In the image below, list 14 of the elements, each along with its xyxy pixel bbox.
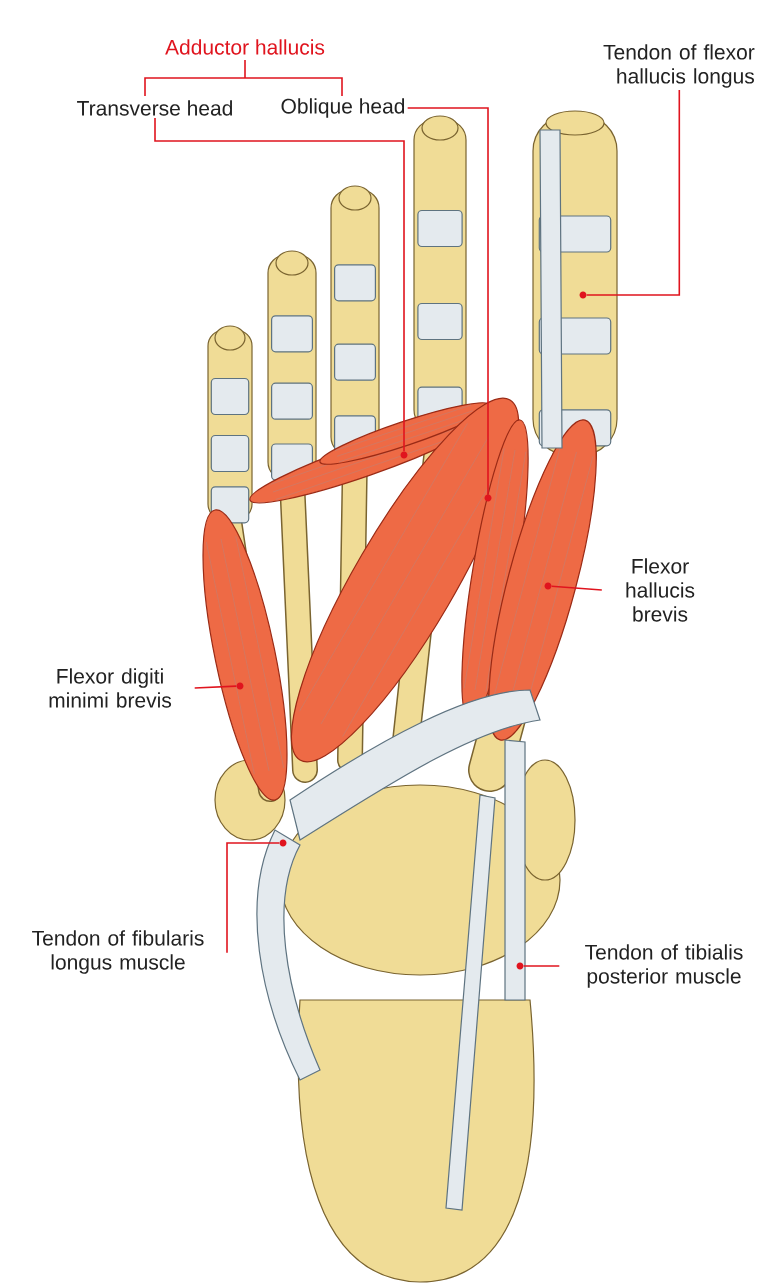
anatomy-label: Flexor hallucis brevis: [626, 558, 695, 622]
leader-line: [585, 89, 681, 296]
anatomy-label: Tendon of fibularis longus muscle: [32, 930, 204, 974]
leader-line: [550, 585, 603, 591]
leader-line: [193, 685, 238, 689]
leader-line: [406, 107, 489, 496]
anatomy-label: Tendon of flexor hallucis longus: [603, 44, 755, 88]
anatomy-label: Flexor digiti minimi brevis: [49, 668, 172, 708]
leader-line: [522, 965, 561, 967]
anatomy-label: Tendon of tibialis posterior muscle: [585, 944, 743, 988]
group-label: Adductor hallucis: [165, 39, 325, 55]
anatomy-label: Oblique head: [281, 98, 405, 118]
leader-line: [154, 117, 405, 453]
anatomy-label: Transverse head: [77, 100, 232, 116]
